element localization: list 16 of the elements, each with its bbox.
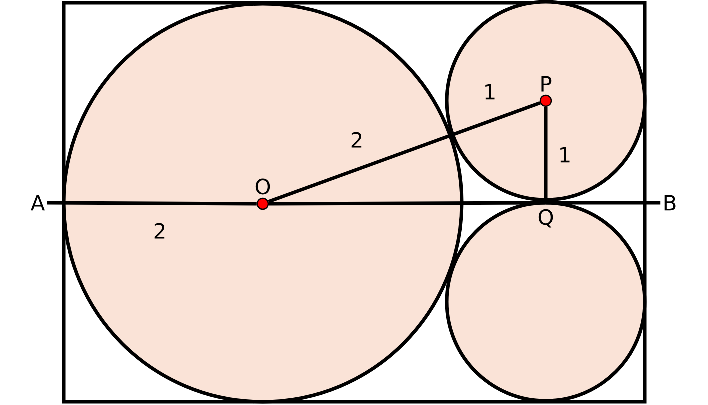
length-label: 1 bbox=[486, 84, 495, 100]
line-segment bbox=[544, 107, 548, 203]
point-label: B bbox=[664, 195, 676, 211]
node-label: P bbox=[542, 76, 552, 92]
length-label: 1 bbox=[560, 147, 570, 163]
line-segment bbox=[268, 101, 541, 204]
point: P bbox=[540, 76, 552, 108]
length-label: 2 bbox=[352, 132, 362, 148]
point-label: A bbox=[30, 195, 46, 211]
line-segment bbox=[47, 201, 257, 206]
point: O bbox=[256, 178, 270, 210]
node-label: O bbox=[256, 178, 270, 195]
line-segment bbox=[269, 201, 546, 206]
point: Q bbox=[538, 209, 554, 228]
line-segment bbox=[546, 201, 661, 205]
length-label: 2 bbox=[154, 223, 165, 239]
